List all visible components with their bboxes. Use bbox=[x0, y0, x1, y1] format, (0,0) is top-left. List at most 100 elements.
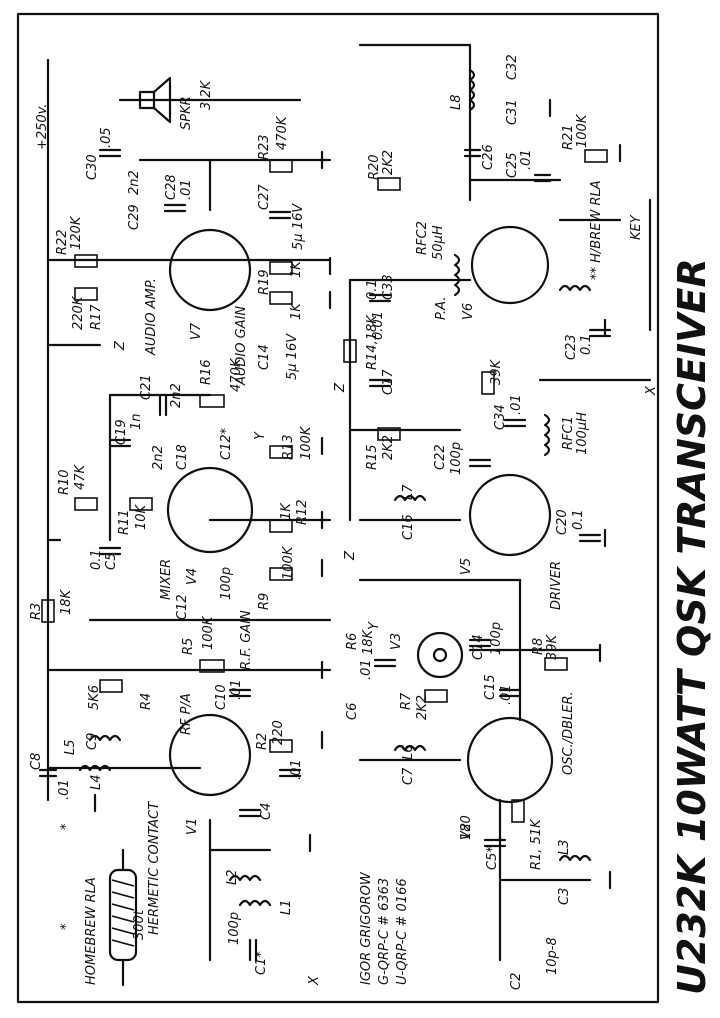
tube-v6 bbox=[470, 225, 550, 305]
label-labels-r11v: 10K bbox=[134, 503, 149, 530]
label-relay_note-star: * bbox=[59, 923, 74, 930]
label-labels-audio: AUDIO AMP. bbox=[144, 278, 159, 356]
label-labels-c10: C10 bbox=[214, 684, 229, 710]
label-labels-c28: C28 bbox=[164, 174, 179, 200]
label-labels-r4v: 5K6 bbox=[87, 685, 102, 710]
label-labels-c27: C27 bbox=[257, 184, 272, 210]
label-labels-l2: L2 bbox=[225, 869, 240, 885]
speaker-icon bbox=[138, 76, 172, 124]
label-labels-c8: C8 bbox=[29, 753, 44, 770]
tube-v7 bbox=[168, 228, 252, 312]
label-labels-driver: DRIVER bbox=[549, 561, 564, 610]
label-labels-spkr_z: 3.2K bbox=[199, 79, 214, 110]
labels: +250v. SPKR 3.2K C30 .05 C29 2n2 C28 .01… bbox=[29, 54, 659, 990]
label-labels-r21v: 100K bbox=[575, 113, 590, 148]
label-labels-r23: R23 bbox=[257, 134, 272, 160]
label-labels-r7: R7 bbox=[399, 692, 414, 710]
label-labels-c19: C19 bbox=[114, 419, 129, 445]
label-labels-z: Z bbox=[113, 340, 128, 351]
label-labels-key: KEY bbox=[629, 214, 644, 240]
ground-symbols bbox=[93, 98, 622, 890]
label-labels-r17v: 220K bbox=[71, 295, 86, 330]
label-labels-r4: R4 bbox=[139, 693, 154, 710]
label-labels-c29v: 2n2 bbox=[127, 170, 142, 195]
label-labels-z: Z bbox=[343, 550, 358, 561]
label-labels-r22v: 120K bbox=[69, 215, 84, 250]
tube-v4 bbox=[166, 466, 254, 554]
label-labels-r2: R2 bbox=[255, 733, 270, 750]
label-labels-l3: L3 bbox=[557, 839, 572, 855]
tube-label-v6: V6 bbox=[461, 303, 476, 320]
tube-v1 bbox=[168, 713, 252, 797]
label-labels-c12b: C12 bbox=[175, 594, 190, 620]
label-labels-r5: R5 bbox=[181, 638, 196, 655]
label-labels-audiogain: AUDIO GAIN bbox=[234, 306, 249, 386]
label-labels-c19v: 1n bbox=[129, 413, 144, 430]
label-labels-l7: L7 bbox=[401, 484, 416, 500]
label-labels-rfc1v: 100µH bbox=[575, 412, 590, 455]
label-labels-c3: C3 bbox=[557, 888, 572, 905]
label-labels-r12: R12 bbox=[295, 499, 310, 525]
label-labels-c51v: 180 bbox=[459, 815, 474, 840]
label-labels-hbrew: ** H/BREW RLA bbox=[589, 180, 604, 280]
label-labels-y: Y bbox=[253, 431, 268, 440]
label-labels-c8v: .01 bbox=[57, 779, 72, 800]
coils bbox=[78, 68, 592, 907]
label-labels-r8: R8 bbox=[531, 638, 546, 655]
label-labels-c25: C25 bbox=[505, 152, 520, 178]
capacitors bbox=[38, 148, 612, 962]
label-labels-r18v: 1K bbox=[289, 302, 304, 320]
label-labels-r3v: 18K bbox=[59, 588, 74, 615]
tube-v5 bbox=[468, 473, 552, 557]
label-labels-mixer: MIXER bbox=[159, 559, 174, 600]
label-labels-c14b: C14 bbox=[471, 634, 486, 660]
label-labels-c20v: 0.1 bbox=[571, 509, 586, 530]
label-labels-r19v: 1K bbox=[289, 260, 304, 278]
label-labels-l1: L1 bbox=[279, 899, 294, 915]
label-labels-c25v: .01 bbox=[519, 149, 534, 170]
homebrew-relay-icon bbox=[108, 848, 138, 987]
label-labels-r12v: 1K bbox=[279, 502, 294, 520]
label-labels-r20v: 2K2 bbox=[381, 150, 396, 175]
label-labels-r6: R6 bbox=[345, 633, 360, 650]
label-labels-c12: C12* bbox=[219, 427, 234, 460]
label-labels-c23: C23 bbox=[564, 334, 579, 360]
label-labels-r17: R17 bbox=[89, 304, 104, 330]
label-labels-l8: L8 bbox=[449, 94, 464, 110]
label-labels-c6: C6 bbox=[345, 703, 360, 720]
label-labels-r23v: 470K bbox=[275, 115, 290, 150]
label-labels-c22: C22 bbox=[433, 444, 448, 470]
label-labels-c7: C7 bbox=[401, 767, 416, 785]
label-labels-r9v: 100K bbox=[281, 545, 296, 580]
tube-label-v4: V4 bbox=[185, 568, 200, 585]
label-labels-c11v: .01 bbox=[289, 759, 304, 780]
label-labels-c5v: 0.1 bbox=[89, 549, 104, 570]
label-labels-c6v: .01 bbox=[359, 659, 374, 680]
label-labels-c23v: 0.1 bbox=[579, 334, 594, 355]
label-labels-c21v: 2n2 bbox=[169, 383, 184, 408]
label-labels-r16v: 470K bbox=[229, 357, 244, 392]
label-labels-osc: OSC./DBLER. bbox=[561, 691, 576, 775]
label-labels-c29: C29 bbox=[127, 204, 142, 230]
page-title: U232K 10WATT QSK TRANSCEIVER bbox=[670, 258, 714, 995]
wiring bbox=[46, 43, 652, 962]
label-relay_note-star: * bbox=[59, 823, 74, 830]
label-labels-rfc2: RFC2 bbox=[415, 221, 430, 255]
label-labels-r5v: 100K bbox=[201, 615, 216, 650]
label-labels-c17v: 0.01 bbox=[371, 311, 386, 340]
label-labels-pa: P.A. bbox=[434, 297, 449, 320]
label-labels-c31: C31 bbox=[505, 99, 520, 125]
label-labels-c10v: .01 bbox=[229, 679, 244, 700]
label-labels-c15: C15 bbox=[483, 674, 498, 700]
label-labels-c14bv: 100p bbox=[489, 622, 504, 655]
label-labels-c34: C34 bbox=[493, 404, 508, 430]
label-labels-l5: L5 bbox=[63, 739, 78, 755]
label-labels-r11: R11 bbox=[117, 509, 132, 535]
label-labels-x: X bbox=[307, 975, 322, 986]
label-labels-c12bv: 100p bbox=[219, 567, 234, 600]
label-labels-c20: C20 bbox=[555, 509, 570, 535]
label-labels-c14v: 5µ 16V bbox=[285, 333, 300, 380]
label-labels-c33v: 0.1 bbox=[365, 279, 380, 300]
label-labels-r7v: 2K2 bbox=[415, 695, 430, 720]
